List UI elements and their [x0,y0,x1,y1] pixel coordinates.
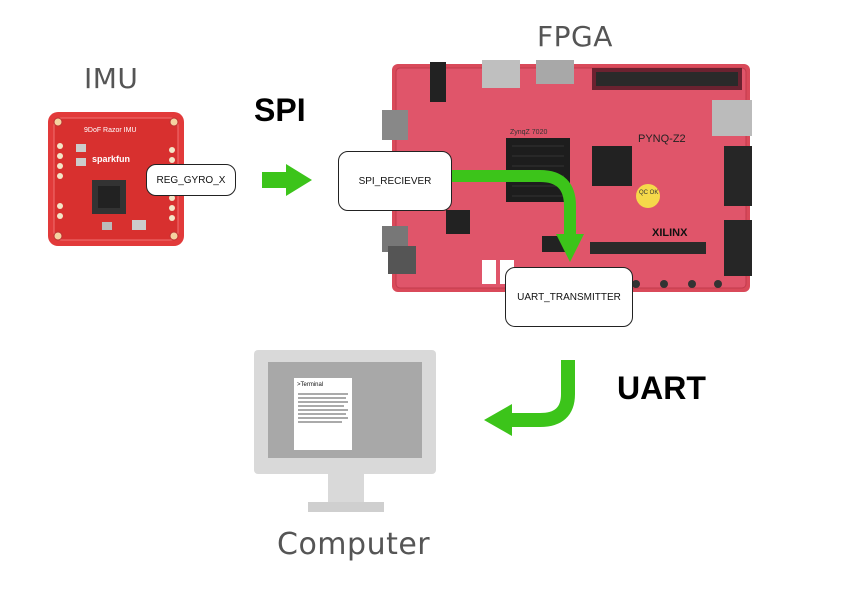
fpga-vendor: XILINX [652,227,688,239]
spi-arrow [262,164,312,196]
imu-title: IMU [84,62,139,95]
imu-brand: sparkfun [92,154,130,164]
uart-arrow [484,360,575,436]
terminal-title: >Terminal [297,382,323,388]
spi-label: SPI [254,92,306,128]
computer-title: Computer [277,527,431,562]
imu-board: 9DoF Razor IMU sparkfun [48,112,184,246]
uart-transmitter-label: UART_TRANSMITTER [517,291,621,303]
computer-monitor: >Terminal [254,350,436,512]
fpga-qc-label: QC OK [639,190,658,196]
uart-label: UART [617,370,706,406]
spi-receiver-label: SPI_RECIEVER [358,175,432,187]
imu-board-label: 9DoF Razor IMU [84,127,137,134]
reg-gyro-box: REG_GYRO_X [146,164,236,196]
spi-receiver-box: SPI_RECIEVER [338,151,452,211]
fpga-board: QC OK PYNQ-Z2 ZynqZ 7020 XILINX [382,60,752,292]
reg-gyro-label: REG_GYRO_X [156,174,226,186]
uart-transmitter-box: UART_TRANSMITTER [505,267,633,327]
fpga-title: FPGA [537,20,613,53]
fpga-chip: ZynqZ 7020 [510,129,547,136]
receiver-to-transmitter-arrow [440,170,584,262]
fpga-model: PYNQ-Z2 [638,133,686,145]
